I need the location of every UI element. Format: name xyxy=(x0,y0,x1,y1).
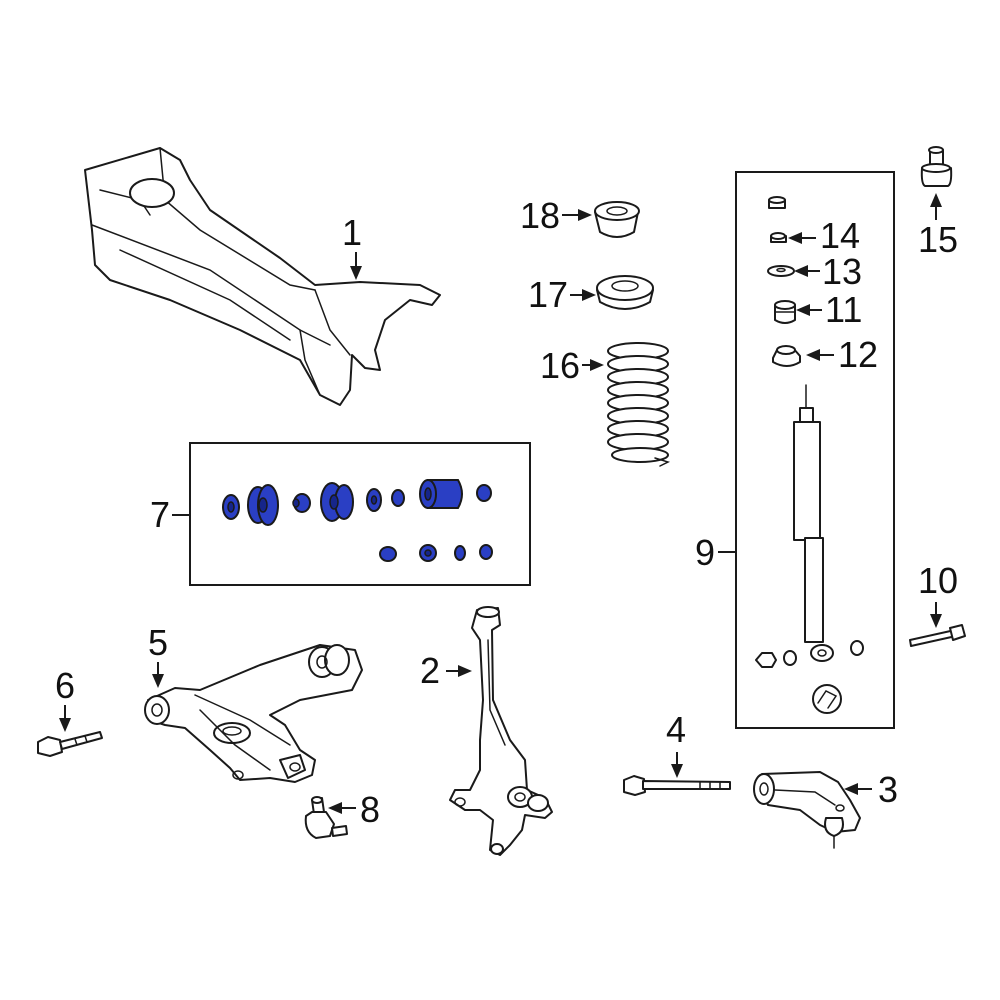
callout-6: 6 xyxy=(55,665,75,732)
kit-frame xyxy=(189,442,531,586)
lower-control-arm-part[interactable] xyxy=(144,644,363,783)
callout-number: 3 xyxy=(878,769,898,810)
callout-number: 12 xyxy=(838,334,878,375)
ball-joint-part[interactable] xyxy=(304,796,348,839)
shock-bolt-part[interactable] xyxy=(909,624,966,647)
callout-number: 8 xyxy=(360,789,380,830)
callout-number: 1 xyxy=(342,212,362,253)
callout-number: 14 xyxy=(820,215,860,256)
callout-number: 16 xyxy=(540,345,580,386)
bushing-kit-part[interactable] xyxy=(189,442,531,586)
spring-isolator-part[interactable] xyxy=(596,275,654,310)
callout-4: 4 xyxy=(666,709,686,778)
callout-9: 9 xyxy=(695,532,736,573)
steering-knuckle-part[interactable] xyxy=(449,606,553,856)
callout-number: 10 xyxy=(918,560,958,601)
callout-18: 18 xyxy=(520,195,592,236)
shock-frame xyxy=(735,171,895,729)
washer-part[interactable] xyxy=(767,265,795,277)
callout-13: 13 xyxy=(794,251,862,292)
callout-number: 17 xyxy=(528,274,568,315)
callout-1: 1 xyxy=(342,212,362,280)
callout-14: 14 xyxy=(788,215,860,256)
callout-number: 2 xyxy=(420,650,440,691)
shock-absorber-part[interactable] xyxy=(735,171,895,729)
callout-number: 7 xyxy=(150,494,170,535)
callout-3: 3 xyxy=(844,769,898,810)
callout-5: 5 xyxy=(148,622,168,688)
callout-16: 16 xyxy=(540,345,604,386)
callout-number: 4 xyxy=(666,709,686,750)
callout-number: 11 xyxy=(825,289,862,330)
upper-control-arm-part[interactable] xyxy=(753,771,861,849)
callout-number: 13 xyxy=(822,251,862,292)
callout-17: 17 xyxy=(528,274,596,315)
nut-small-part[interactable] xyxy=(770,232,787,243)
long-bolt-part[interactable] xyxy=(623,775,731,796)
bump-stop-part[interactable] xyxy=(920,146,953,187)
callout-7: 7 xyxy=(150,494,190,535)
upper-bushing-part[interactable] xyxy=(774,300,796,324)
spring-pad-upper-part[interactable] xyxy=(594,201,640,238)
callout-number: 15 xyxy=(918,219,958,260)
callout-10: 10 xyxy=(918,560,958,628)
callout-number: 6 xyxy=(55,665,75,706)
callout-number: 18 xyxy=(520,195,560,236)
callout-12: 12 xyxy=(806,334,878,375)
callout-number: 5 xyxy=(148,622,168,663)
arm-bolt-part[interactable] xyxy=(37,731,103,757)
callout-number: 9 xyxy=(695,532,715,573)
callout-15: 15 xyxy=(918,193,958,260)
coil-spring-part[interactable] xyxy=(607,342,671,467)
callout-8: 8 xyxy=(328,789,380,830)
callout-2: 2 xyxy=(420,650,472,691)
crossmember-part[interactable] xyxy=(84,147,441,406)
callout-11: 11 xyxy=(796,289,862,330)
lower-bushing-part[interactable] xyxy=(772,345,801,367)
